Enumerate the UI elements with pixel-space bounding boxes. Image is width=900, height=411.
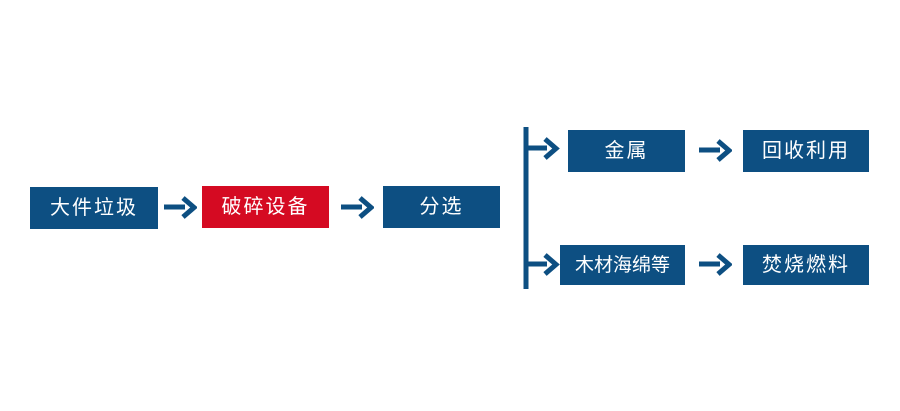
node-wood-sponge[interactable]: 木材海绵等: [560, 245, 685, 285]
branch-split-icon: [520, 122, 576, 294]
node-bulky-waste[interactable]: 大件垃圾: [30, 187, 158, 229]
node-incineration-fuel[interactable]: 焚烧燃料: [743, 245, 869, 285]
node-metal-label: 金属: [604, 140, 649, 162]
node-wood-sponge-label: 木材海绵等: [574, 254, 670, 276]
node-recycling[interactable]: 回收利用: [743, 130, 869, 172]
node-shredder-label: 破碎设备: [221, 196, 310, 218]
node-shredder[interactable]: 破碎设备: [202, 186, 329, 228]
arrow-right-icon: [163, 194, 198, 227]
node-bulky-waste-label: 大件垃圾: [50, 197, 138, 219]
arrow-right-icon: [340, 194, 375, 227]
node-metal[interactable]: 金属: [568, 130, 685, 172]
node-recycling-label: 回收利用: [762, 140, 850, 162]
arrow-right-icon: [698, 137, 733, 170]
node-sorting-label: 分选: [419, 196, 464, 218]
arrow-right-icon: [698, 251, 733, 284]
node-incineration-fuel-label: 焚烧燃料: [762, 254, 850, 276]
node-sorting[interactable]: 分选: [383, 186, 500, 228]
